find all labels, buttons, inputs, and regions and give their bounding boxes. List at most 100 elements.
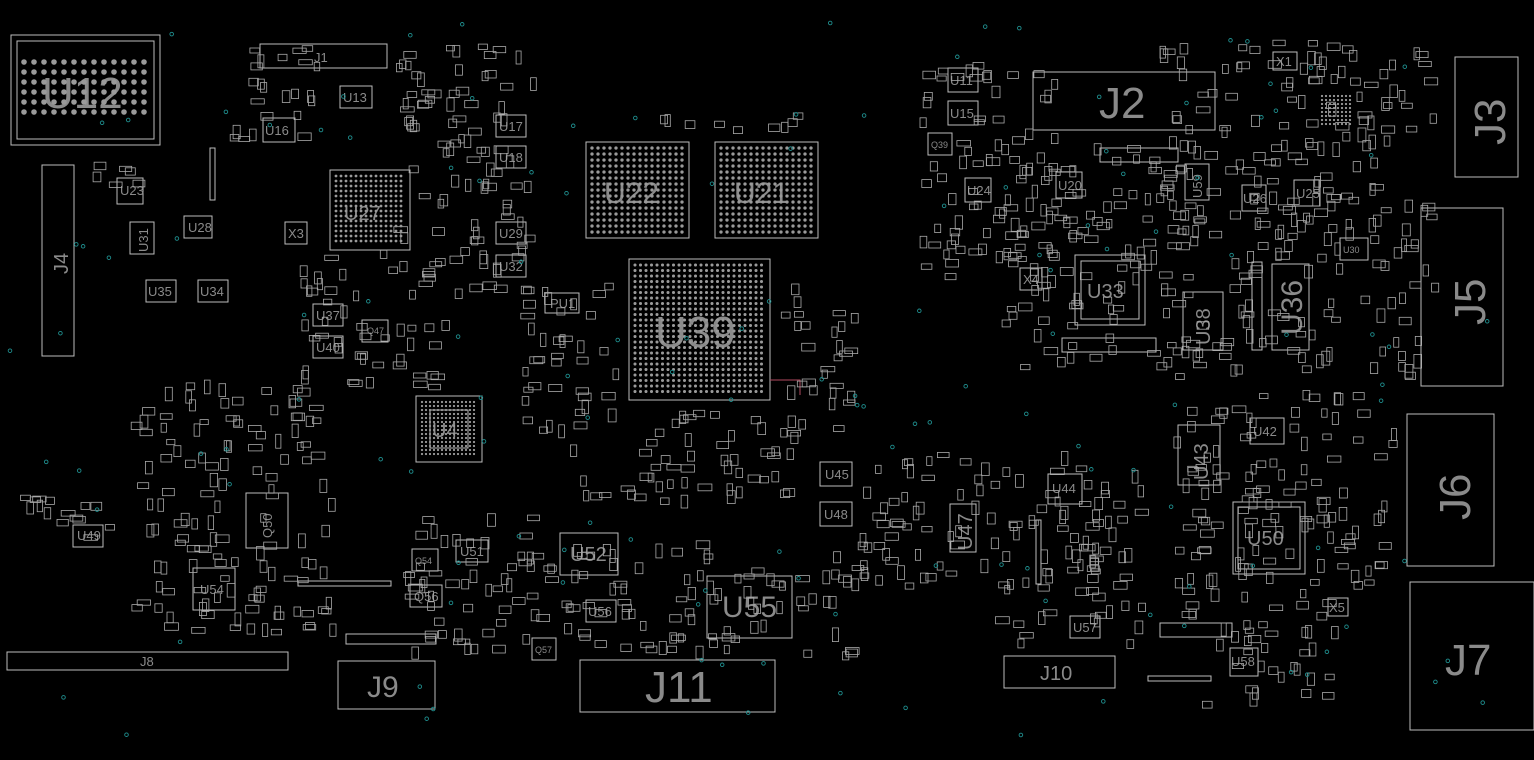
component-u59[interactable]: U59 bbox=[1184, 163, 1210, 201]
smd-pad bbox=[500, 82, 514, 91]
component-u42[interactable]: U42 bbox=[1249, 417, 1285, 445]
bga-ball bbox=[748, 351, 753, 355]
designator-label: J7 bbox=[1445, 636, 1491, 685]
component-u44[interactable]: U44 bbox=[1047, 473, 1083, 505]
component-u50[interactable]: U50 bbox=[1232, 501, 1306, 575]
bga-ball bbox=[608, 170, 612, 174]
smd-pad bbox=[1020, 364, 1031, 371]
bga-ball bbox=[791, 200, 795, 204]
component-u40[interactable]: U40 bbox=[312, 335, 344, 359]
connector-j1[interactable]: J1 bbox=[259, 43, 388, 69]
component-u34[interactable]: U34 bbox=[197, 279, 229, 303]
component-u56[interactable]: U56 bbox=[585, 599, 617, 623]
smd-pad bbox=[1210, 588, 1220, 602]
bga-ball bbox=[51, 109, 57, 115]
bga-ball bbox=[424, 452, 428, 456]
smd-pad bbox=[1090, 568, 1101, 575]
component-u48[interactable]: U48 bbox=[819, 501, 853, 527]
component-q56[interactable]: Q56 bbox=[409, 584, 443, 608]
component-u38[interactable]: U38 bbox=[1182, 291, 1224, 351]
component-u21[interactable]: U21 bbox=[714, 141, 819, 239]
bga-ball bbox=[91, 69, 97, 75]
component-u27[interactable]: U27 bbox=[329, 169, 411, 251]
connector-j6[interactable]: J6 bbox=[1406, 413, 1495, 567]
smd-pad bbox=[455, 64, 463, 76]
component-u18[interactable]: U18 bbox=[495, 145, 527, 169]
connector-j2[interactable]: J2 bbox=[1032, 71, 1216, 131]
component-pu1[interactable]: PU1 bbox=[544, 292, 580, 314]
component-u33[interactable]: U33 bbox=[1074, 254, 1146, 326]
component-u52[interactable]: U52 bbox=[559, 532, 619, 576]
smd-pad bbox=[573, 421, 588, 430]
component-u25[interactable]: U25 bbox=[1293, 179, 1321, 207]
smd-pad bbox=[404, 593, 420, 600]
smd-pad bbox=[1269, 458, 1278, 468]
smd-pad bbox=[978, 243, 987, 255]
component-x3[interactable]: X3 bbox=[284, 221, 308, 245]
bga-ball bbox=[710, 389, 714, 394]
smd-pad bbox=[1271, 158, 1281, 167]
bga-ball bbox=[440, 416, 444, 420]
bga-ball-layer bbox=[21, 59, 1352, 456]
component-x4[interactable]: X4 bbox=[1019, 267, 1043, 291]
bga-ball bbox=[460, 412, 464, 416]
component-u28[interactable]: U28 bbox=[183, 215, 213, 239]
component-u26[interactable]: U26 bbox=[1241, 184, 1267, 212]
component-u49[interactable]: U49 bbox=[72, 524, 104, 548]
bga-ball bbox=[726, 329, 731, 333]
connector-j11[interactable]: J11 bbox=[579, 659, 776, 713]
bga-ball bbox=[755, 176, 759, 180]
component-u11[interactable]: U11 bbox=[947, 67, 979, 93]
bga-ball bbox=[710, 356, 714, 361]
connector-j3[interactable]: J3 bbox=[1454, 56, 1519, 178]
component-u16[interactable]: U16 bbox=[262, 117, 296, 143]
smd-pad bbox=[536, 614, 550, 622]
component-u39[interactable]: U39 bbox=[628, 258, 771, 401]
component-u17[interactable]: U17 bbox=[495, 114, 527, 138]
component-u47[interactable]: U47 bbox=[949, 503, 977, 553]
connector-j7[interactable]: J7 bbox=[1409, 581, 1534, 731]
component-u30[interactable]: U30 bbox=[1339, 237, 1369, 261]
component-u45[interactable]: U45 bbox=[819, 461, 853, 487]
component-q57[interactable]: Q57 bbox=[531, 637, 557, 661]
component-u31[interactable]: U31 bbox=[129, 221, 155, 255]
bga-ball bbox=[743, 307, 747, 311]
component-q54[interactable]: Q54 bbox=[411, 548, 439, 572]
component-u20[interactable]: U20 bbox=[1055, 171, 1083, 199]
smd-pad bbox=[783, 488, 796, 497]
bga-ball bbox=[704, 356, 709, 361]
component-u29[interactable]: U29 bbox=[495, 221, 527, 245]
component-q39[interactable]: Q39 bbox=[927, 132, 953, 156]
bga-ball bbox=[374, 239, 378, 243]
bga-ball bbox=[440, 436, 444, 440]
component-u32[interactable]: U32 bbox=[495, 254, 527, 278]
designator-label: U36 bbox=[1276, 280, 1309, 335]
connector-j4[interactable]: J4 bbox=[41, 164, 75, 357]
component-u22[interactable]: U22 bbox=[585, 141, 690, 239]
bga-ball bbox=[655, 312, 659, 317]
connector-j9[interactable]: J9 bbox=[337, 660, 436, 710]
smd-pad bbox=[1172, 347, 1182, 356]
component-q47[interactable]: Q47 bbox=[361, 319, 389, 343]
component-u15[interactable]: U15 bbox=[947, 100, 979, 126]
bga-ball bbox=[662, 146, 666, 150]
bga-ball bbox=[460, 440, 464, 444]
connector-j10[interactable]: J10 bbox=[1003, 655, 1116, 689]
bga-ball bbox=[704, 263, 709, 267]
smd-pad bbox=[766, 573, 775, 587]
connector-j5[interactable]: J5 bbox=[1420, 207, 1504, 387]
smd-pad bbox=[1188, 140, 1197, 154]
bga-ball bbox=[773, 176, 777, 180]
component-u35[interactable]: U35 bbox=[145, 279, 177, 303]
component-u36[interactable]: U36 bbox=[1271, 263, 1310, 351]
component-u55[interactable]: U55 bbox=[706, 575, 793, 639]
component-u13[interactable]: U13 bbox=[339, 85, 373, 109]
component-q50[interactable]: Q50 bbox=[245, 492, 289, 549]
bga-ball bbox=[809, 194, 813, 198]
bga-ball bbox=[638, 224, 642, 228]
connector-j8[interactable]: J8 bbox=[6, 651, 289, 671]
component-u51[interactable]: U51 bbox=[455, 539, 489, 563]
smd-pad bbox=[1057, 356, 1066, 368]
smd-pad bbox=[153, 560, 162, 574]
bga-ball bbox=[743, 367, 747, 372]
